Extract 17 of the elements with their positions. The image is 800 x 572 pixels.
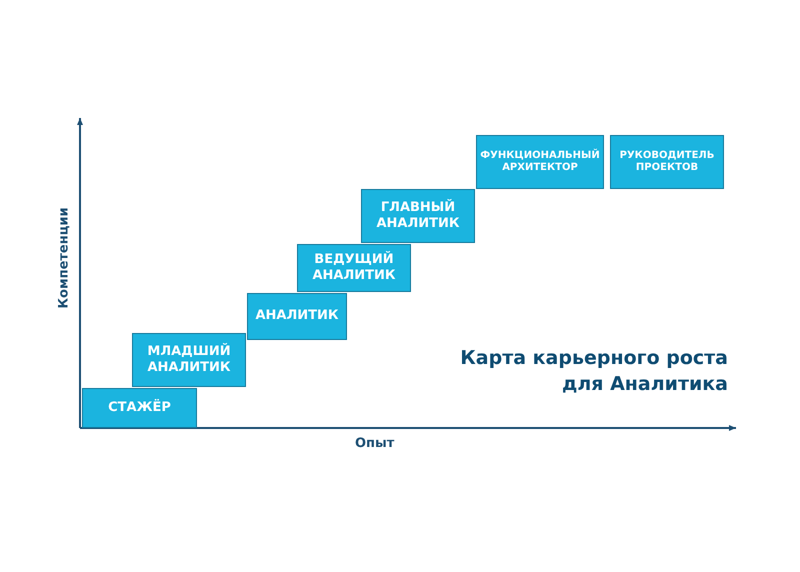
career-step-box — [132, 333, 246, 387]
career-step-box — [247, 293, 347, 340]
step-title: РУКОВОДИТЕЛЬ ПРОЕКТОВ — [618, 150, 716, 174]
step-title: ВЕДУЩИЙ АНАЛИТИК — [311, 252, 397, 284]
career-step-box — [476, 135, 604, 189]
step-title: АНАЛИТИК — [255, 308, 339, 325]
y-axis-label: Компетенции — [56, 207, 72, 309]
career-step-box — [610, 135, 724, 189]
career-step-box — [82, 388, 197, 428]
step-title: ГЛАВНЫЙ АНАЛИТИК — [375, 200, 461, 232]
career-step-box — [297, 244, 411, 292]
chart-title: Карта карьерного роста для Аналитика — [459, 346, 728, 397]
career-step-box — [361, 189, 475, 243]
x-axis-label: Опыт — [355, 436, 394, 451]
step-title: ФУНКЦИОНАЛЬНЫЙ АРХИТЕКТОР — [479, 150, 601, 174]
step-title: СТАЖЁР — [108, 400, 171, 416]
step-title: МЛАДШИЙ АНАЛИТИК — [146, 344, 232, 376]
